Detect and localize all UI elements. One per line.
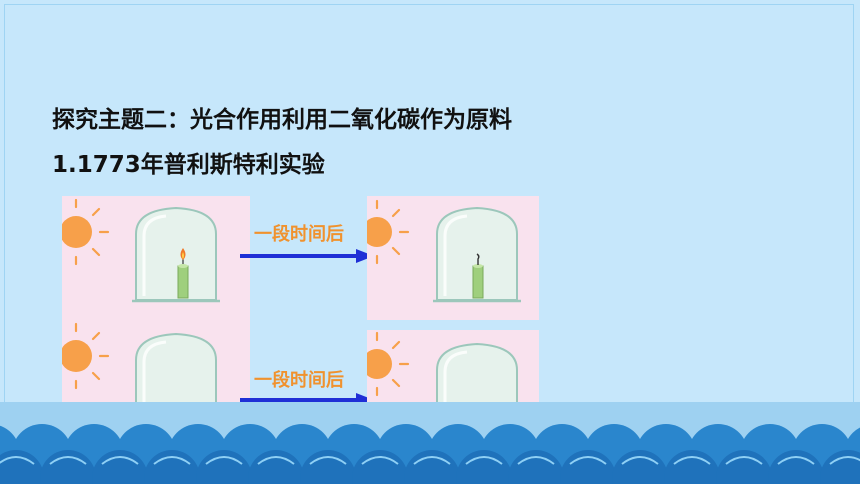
wave-bump: [716, 450, 772, 484]
panel-candle-before: [62, 196, 250, 320]
sun-icon: [367, 331, 410, 397]
wave-bump: [352, 450, 408, 484]
wave-highlight: [153, 456, 191, 465]
wave-highlight: [517, 456, 555, 465]
wave-highlight: [725, 456, 763, 465]
panel-candle-after: [367, 196, 539, 320]
wave-bump: [40, 450, 96, 484]
wave-highlight: [257, 456, 295, 465]
sun-icon: [62, 322, 110, 390]
time-label-row1: 一段时间后: [254, 224, 344, 245]
wave-bump: [820, 450, 860, 484]
wave-bump: [768, 450, 824, 484]
wave-bump: [144, 450, 200, 484]
wave-bump: [508, 450, 564, 484]
arrow-right-icon: [240, 249, 374, 263]
wave-bump: [404, 450, 460, 484]
wave-highlight: [205, 456, 243, 465]
wave-bump: [300, 450, 356, 484]
wave-bump: [456, 450, 512, 484]
wave-highlight: [569, 456, 607, 465]
wave-highlight: [309, 456, 347, 465]
wave-highlight: [413, 456, 451, 465]
wave-highlight: [101, 456, 139, 465]
wave-highlight: [777, 456, 815, 465]
wave-highlight: [49, 456, 87, 465]
wave-bump: [560, 450, 616, 484]
wave-highlight: [621, 456, 659, 465]
candle-icon: [472, 253, 484, 299]
wave-bump: [92, 450, 148, 484]
wave-bump: [248, 450, 304, 484]
slide-subheading: 1.1773年普利斯特利实验: [52, 152, 325, 178]
wave-highlight: [0, 456, 35, 465]
candle-icon: [177, 248, 189, 299]
wave-highlight: [465, 456, 503, 465]
wave-highlight: [361, 456, 399, 465]
time-label-row2: 一段时间后: [254, 370, 344, 391]
wave-highlight: [829, 456, 860, 465]
sun-icon: [62, 198, 110, 266]
bell-jar-icon: [132, 206, 220, 303]
wave-decoration: [0, 424, 860, 484]
wave-highlight: [673, 456, 711, 465]
sun-icon: [367, 199, 410, 265]
slide-heading: 探究主题二：光合作用利用二氧化碳作为原料: [52, 107, 512, 133]
wave-bump: [196, 450, 252, 484]
wave-bump: [612, 450, 668, 484]
wave-bump: [664, 450, 720, 484]
